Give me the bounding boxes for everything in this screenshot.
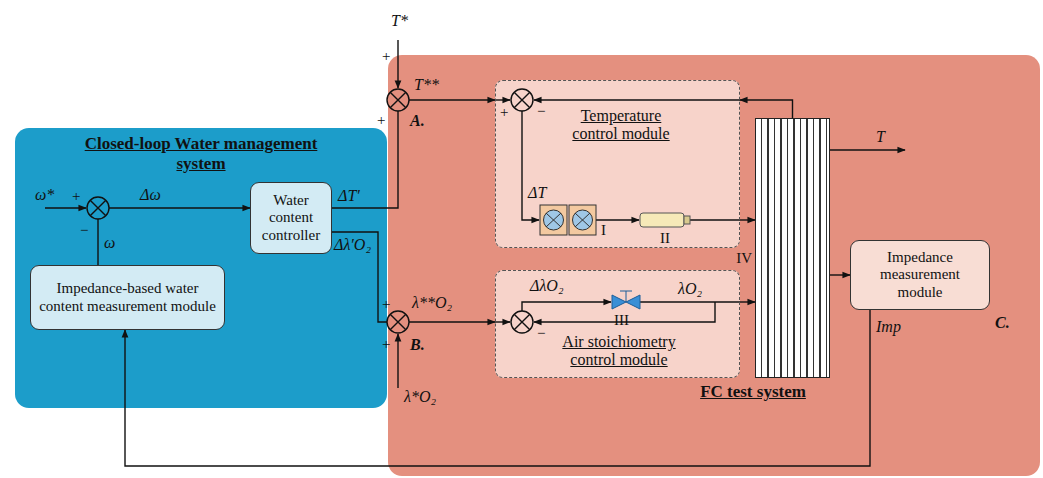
signal-label: + (500, 104, 508, 121)
valve-symbol (612, 295, 626, 309)
signal-label: T** (414, 76, 439, 94)
heater-symbol (640, 213, 684, 227)
signal-wire (596, 219, 639, 220)
signal-label: + (382, 48, 390, 65)
valve-symbol (612, 291, 640, 309)
signal-label: A. (410, 112, 425, 130)
region-heading: Closed-loop Water management system (81, 134, 321, 173)
signal-connector (740, 301, 755, 302)
signal-wire (397, 334, 398, 388)
module-box-ground (495, 270, 740, 378)
summing-junction (87, 197, 109, 219)
region-heading: Air stoichiometry control module (554, 333, 684, 370)
box-label: Water content controller (256, 192, 326, 244)
signal-label: III (614, 312, 629, 329)
signal-wire (534, 99, 740, 100)
signal-wire (45, 207, 86, 208)
summing-junction (387, 89, 409, 111)
fuel-cell-stack: IV (755, 118, 830, 378)
process-box: Water content controller (250, 182, 332, 254)
signal-label: + (377, 112, 385, 129)
signal-wire (640, 301, 740, 302)
signal-connector (332, 100, 495, 208)
region-heading: IV (730, 250, 752, 267)
process-box: Impedance measurement module (850, 240, 990, 310)
signal-label: ΔT (528, 184, 546, 202)
box-label: Impedance measurement module (856, 249, 984, 301)
signal-label: C. (995, 314, 1010, 332)
signal-wire (397, 40, 398, 88)
signal-label: T* (391, 12, 408, 30)
signal-label: Δω (140, 186, 161, 204)
signal-label: Imp (876, 318, 901, 336)
module-box: Temperature control module (495, 80, 740, 248)
signal-wire (495, 321, 510, 322)
cooling-fan-symbol (540, 205, 596, 235)
signal-wire (495, 99, 510, 100)
signal-wire (830, 149, 905, 150)
signal-wire (522, 302, 611, 311)
signal-label: − (80, 222, 88, 239)
system-region: FC test system Temperature control module… (388, 55, 1040, 476)
signal-label: ΔλO₂ (530, 277, 563, 295)
signal-connector (740, 219, 755, 220)
valve-symbol (626, 295, 640, 309)
signal-wire (45, 40, 905, 388)
system-region-ground (388, 55, 1040, 476)
summing-junction (514, 314, 530, 330)
module-box-ground (495, 80, 740, 248)
signal-wire (522, 111, 539, 220)
signal-label: I (601, 222, 606, 239)
signal-label: λ*O₂ (404, 388, 436, 406)
signal-label: B. (410, 336, 425, 354)
summing-junction (390, 92, 406, 108)
signal-label: T (876, 128, 885, 146)
box-label: Impedance-based water content measuremen… (36, 280, 219, 315)
heater-symbol (640, 213, 690, 227)
summing-junction (511, 89, 533, 111)
summing-junction (514, 92, 530, 108)
signal-label: − (537, 103, 545, 120)
signal-label: + (382, 336, 390, 353)
signal-label: ΔT′ (338, 187, 360, 205)
summing-junction (387, 311, 409, 333)
signal-label: + (72, 188, 80, 205)
signal-connector (740, 100, 793, 118)
signal-label: II (660, 230, 670, 247)
system-region: Closed-loop Water management systemWater… (15, 128, 387, 408)
heater-symbol (684, 216, 690, 224)
region-heading: FC test system (688, 382, 818, 402)
valve-symbol (620, 291, 632, 302)
signal-label: λ**O₂ (412, 294, 452, 312)
signal-connector (830, 274, 850, 275)
summing-junction (90, 200, 106, 216)
signal-label: λO₂ (678, 280, 702, 298)
signal-connector (332, 232, 495, 322)
system-region-ground (15, 128, 387, 408)
signal-label: ω (104, 234, 115, 252)
summing-junction (511, 311, 533, 333)
signal-wire (690, 219, 740, 220)
signal-label: − (537, 325, 545, 342)
region-heading: Temperature control module (561, 107, 681, 144)
signal-label: + (382, 296, 390, 313)
process-box: Impedance-based water content measuremen… (30, 265, 225, 330)
cooling-fan-symbol (546, 213, 590, 227)
summing-junction (390, 314, 406, 330)
signal-connector (98, 208, 250, 265)
signal-label: Δλ′O₂ (334, 236, 371, 254)
signal-label: ω* (35, 186, 54, 204)
